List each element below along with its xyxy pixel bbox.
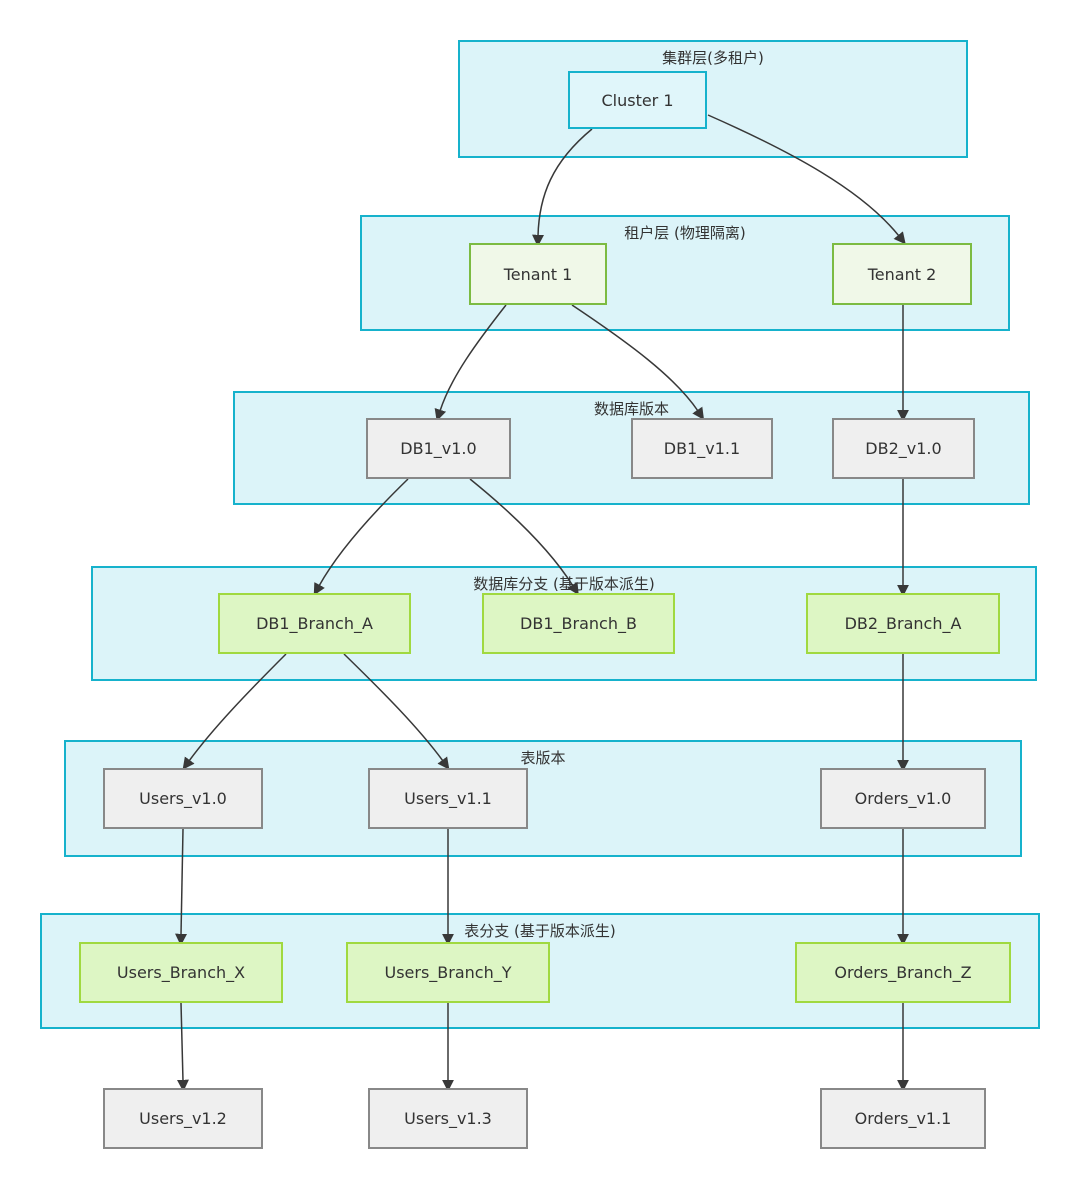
node-orders-v1-1: Orders_v1.1 — [820, 1088, 986, 1149]
node-orders-branch-z: Orders_Branch_Z — [795, 942, 1011, 1003]
node-cluster-1: Cluster 1 — [568, 71, 707, 129]
node-users-v1-3: Users_v1.3 — [368, 1088, 528, 1149]
layer-cluster-label: 集群层(多租户) — [662, 49, 764, 67]
layer-tenant-label: 租户层 (物理隔离) — [624, 224, 746, 242]
node-tenant-2: Tenant 2 — [832, 243, 972, 305]
node-tenant-1: Tenant 1 — [469, 243, 607, 305]
node-users-v1-1: Users_v1.1 — [368, 768, 528, 829]
node-users-v1-2: Users_v1.2 — [103, 1088, 263, 1149]
node-users-v1-0: Users_v1.0 — [103, 768, 263, 829]
layer-table-branch-label: 表分支 (基于版本派生) — [464, 922, 616, 940]
node-db2-v1-0: DB2_v1.0 — [832, 418, 975, 479]
node-users-branch-x: Users_Branch_X — [79, 942, 283, 1003]
node-db1-branch-a: DB1_Branch_A — [218, 593, 411, 654]
node-users-branch-y: Users_Branch_Y — [346, 942, 550, 1003]
node-db1-branch-b: DB1_Branch_B — [482, 593, 675, 654]
node-orders-v1-0: Orders_v1.0 — [820, 768, 986, 829]
layer-table-version-label: 表版本 — [520, 749, 566, 767]
layer-db-branch-label: 数据库分支 (基于版本派生) — [473, 575, 655, 593]
node-db1-v1-0: DB1_v1.0 — [366, 418, 511, 479]
layer-cluster: 集群层(多租户) — [458, 40, 968, 158]
layer-db-version-label: 数据库版本 — [593, 400, 669, 418]
node-db1-v1-1: DB1_v1.1 — [631, 418, 773, 479]
node-db2-branch-a: DB2_Branch_A — [806, 593, 1000, 654]
